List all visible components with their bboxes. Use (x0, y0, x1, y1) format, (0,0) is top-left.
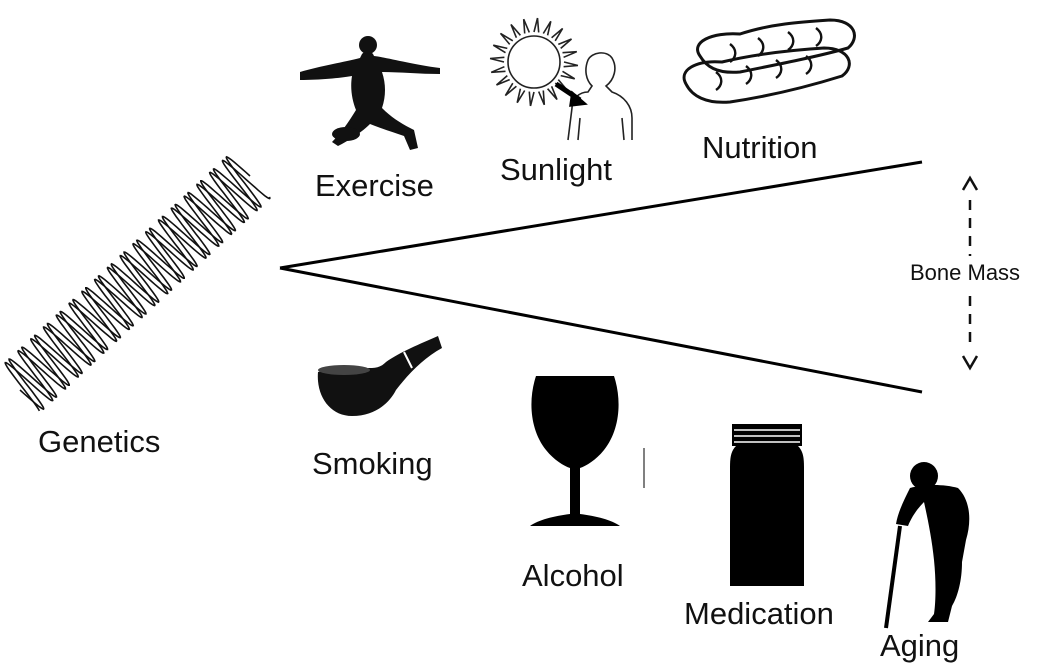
football-player-icon (300, 36, 440, 150)
wine-glass-icon (530, 376, 644, 526)
smoking-label: Smoking (312, 448, 433, 479)
exercise-label: Exercise (315, 170, 434, 201)
pill-bottle-icon (730, 424, 804, 586)
bread-loaves-icon (684, 20, 854, 102)
aging-label: Aging (880, 630, 959, 661)
alcohol-label: Alcohol (522, 560, 624, 591)
nutrition-label: Nutrition (702, 132, 817, 163)
dna-helix-icon (5, 157, 270, 411)
elderly-person-with-cane-icon (886, 462, 969, 628)
sunlight-label: Sunlight (500, 154, 612, 185)
medication-label: Medication (684, 598, 834, 629)
tobacco-pipe-icon (318, 336, 442, 416)
bone-mass-label: Bone Mass (908, 262, 1022, 284)
genetics-label: Genetics (38, 426, 160, 457)
sun-person-icon (490, 18, 632, 140)
